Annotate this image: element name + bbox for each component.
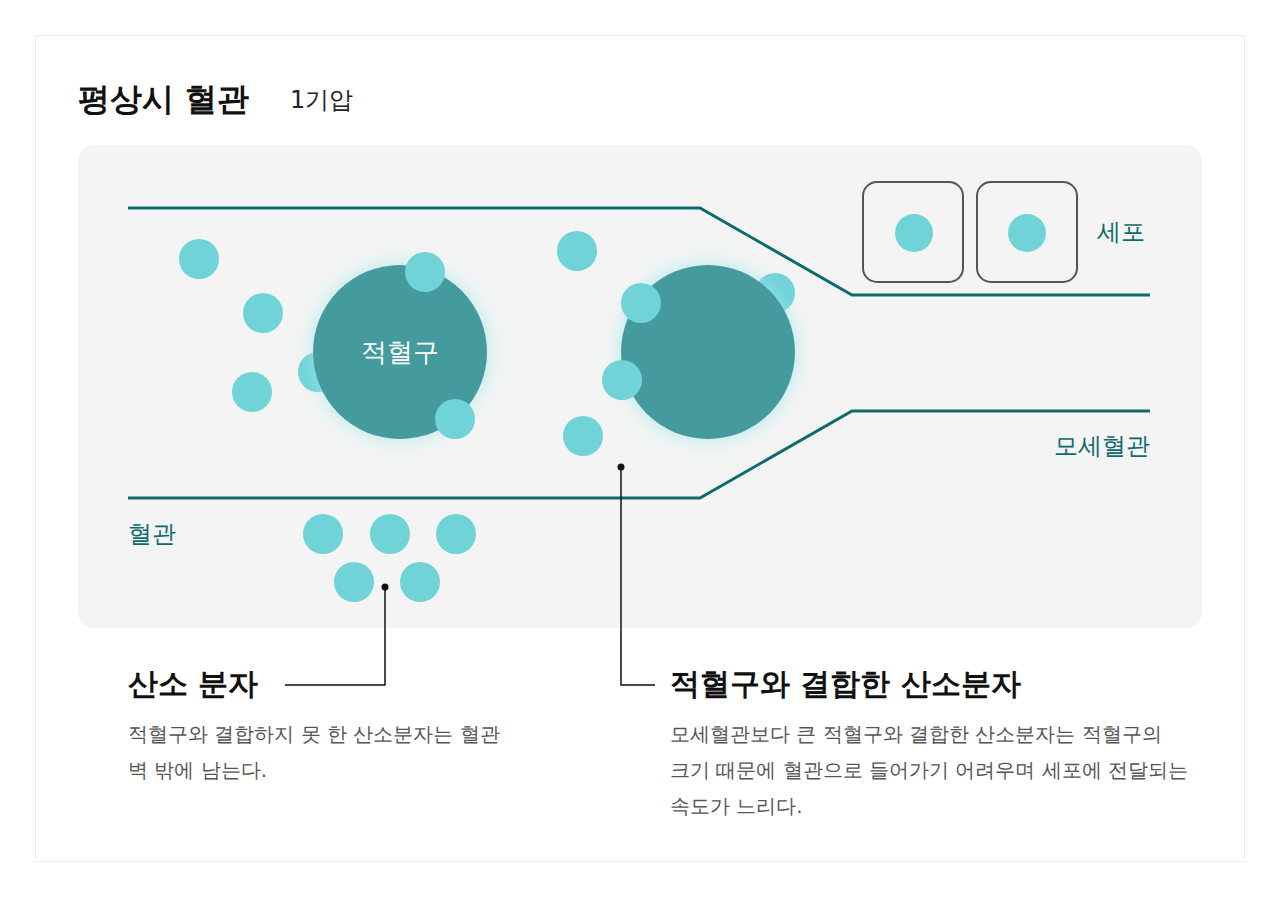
- subtitle: 1기압: [290, 86, 353, 115]
- oxygen-group: [179, 231, 795, 602]
- cell: [977, 182, 1077, 282]
- cell: [863, 182, 963, 282]
- part-label: 세포: [1097, 218, 1145, 247]
- node-content: 적혈구: [313, 265, 487, 439]
- red-blood-cell: 적혈구: [313, 265, 487, 439]
- leader-line: [621, 467, 655, 685]
- leader-line: [285, 587, 385, 685]
- oxygen-dot: [602, 360, 642, 400]
- callout-heading: 적혈구와 결합한 산소분자: [670, 666, 1021, 702]
- title: 평상시 혈관: [78, 80, 249, 118]
- oxygen-dot: [621, 283, 661, 323]
- part-label: 모세혈관: [1054, 432, 1150, 461]
- oxygen-dot: [895, 214, 933, 252]
- red-blood-cell: [621, 265, 795, 439]
- vessel-wall: [128, 411, 1150, 498]
- callout-body: 적혈구와 결합하지 못 한 산소분자는 혈관 벽 밖에 남는다.: [128, 716, 518, 788]
- callout-heading: 산소 분자: [128, 666, 258, 702]
- frame: [36, 36, 1245, 862]
- callout-body: 모세혈관보다 큰 적혈구와 결합한 산소분자는 적혈구의 크기 때문에 혈관으로…: [670, 716, 1200, 824]
- oxygen-dot: [1008, 214, 1046, 252]
- part-label: 혈관: [128, 520, 176, 549]
- cell-label: 적혈구: [361, 335, 439, 370]
- panel: [78, 145, 1202, 628]
